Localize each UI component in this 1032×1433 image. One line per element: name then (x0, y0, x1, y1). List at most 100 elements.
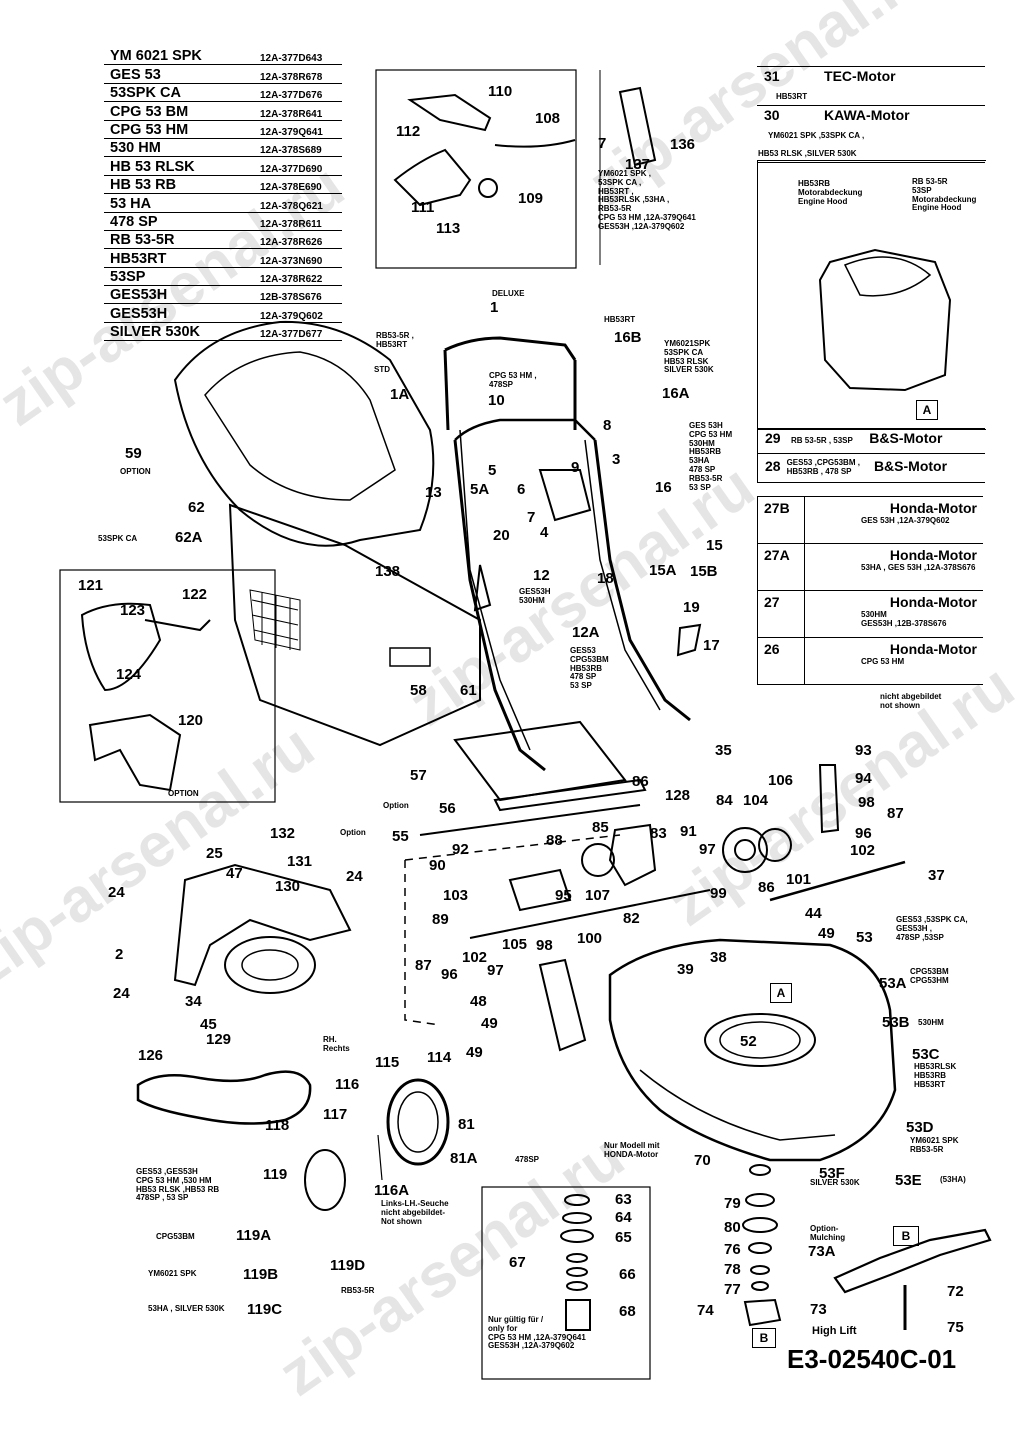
part-callout: 138 (375, 563, 401, 580)
handle-bracket (407, 93, 492, 132)
note-option55: Option (340, 828, 366, 837)
engine-title: TEC-Motor (824, 68, 896, 84)
handle-bar-8 (454, 418, 596, 441)
model-code: 12A-377D677 (260, 322, 342, 342)
part-callout: 87 (887, 805, 904, 822)
engine-models: GES53 ,CPG53BM , HB53RB , 478 SP (786, 458, 860, 476)
part-callout: 37 (928, 867, 945, 884)
part-callout: 35 (715, 742, 732, 759)
engine-title: Honda-Motor (889, 547, 977, 563)
part-callout: 102 (462, 949, 488, 966)
part-callout: 2 (115, 946, 124, 963)
bracket-lower (393, 148, 472, 207)
part-callout: 13 (425, 484, 442, 501)
part-callout: 62 (188, 499, 205, 516)
part-callout: 129 (206, 1031, 232, 1048)
part-callout: 24 (346, 868, 363, 885)
note-highlift: High Lift (812, 1325, 857, 1337)
part-callout: 12 (533, 567, 550, 584)
model-code: 12A-378R622 (260, 267, 342, 287)
part-callout: 96 (441, 966, 458, 983)
model-name: SILVER 530K (104, 322, 260, 342)
engine (818, 248, 952, 392)
blade-73 (833, 1228, 992, 1294)
model-name: GES53H (104, 303, 260, 323)
part-callout: 103 (443, 887, 469, 904)
engine-panel-bs: 29 RB 53-5R , 53SP B&S-Motor 28 GES53 ,C… (757, 428, 985, 483)
part-callout: 78 (724, 1261, 741, 1278)
part-callout: 108 (535, 110, 561, 127)
part-callout: 52 (740, 1033, 757, 1050)
note-53ha: (53HA) (940, 1175, 966, 1184)
cable-108 (494, 139, 576, 148)
leader-116a (377, 1134, 383, 1181)
housing-88 (508, 868, 572, 912)
part-callout: 74 (697, 1302, 714, 1319)
mulch-plug-121 (80, 602, 162, 692)
model-code: 12A-377D643 (260, 47, 342, 66)
part-callout: 112 (396, 123, 421, 140)
part-callout: 12A (572, 624, 600, 641)
handle-58 (389, 647, 431, 667)
deck-53 (608, 938, 897, 1162)
note-std: STD (374, 365, 390, 374)
note-478sp: 478SP (515, 1155, 540, 1164)
axle-37 (769, 860, 906, 902)
part-callout: 96 (855, 825, 872, 842)
part-callout: 39 (677, 961, 694, 978)
washer-66c (566, 1281, 588, 1291)
grass-bag-59 (173, 320, 435, 547)
part-callout: 25 (206, 845, 223, 862)
model-code: 12A-378R611 (260, 212, 342, 231)
engine-title: Honda-Motor (889, 594, 977, 610)
part-callout: 88 (546, 832, 563, 849)
belt-126 (136, 1070, 312, 1125)
adapter-box (481, 1186, 651, 1380)
model-name: 53SP (104, 267, 260, 287)
part-callout: 3 (612, 451, 621, 468)
model-code: 12B-378S676 (260, 285, 342, 305)
model-name: 53 HA (104, 193, 260, 213)
wheel-81-hub (397, 1091, 439, 1153)
model-name: CPG 53 HM (104, 120, 260, 139)
note-ym6021-group: YM6021SPK 53SPK CA HB53 RLSK SILVER 530K (664, 339, 714, 375)
part-callout: 93 (855, 742, 872, 759)
part-callout: 119C (247, 1301, 283, 1318)
model-code: 12A-378S689 (260, 138, 342, 158)
model-name: GES 53 (104, 64, 260, 84)
part-callout: 137 (625, 156, 651, 173)
part-callout: 119B (243, 1266, 279, 1283)
ref-box-a: A (770, 983, 792, 1003)
part-callout: 100 (577, 930, 603, 947)
engine-number: 26 (757, 637, 805, 685)
wheel-gear-hub (734, 839, 756, 861)
lever-93 (818, 764, 840, 834)
part-callout: 34 (185, 993, 202, 1010)
part-callout: 83 (650, 825, 667, 842)
plate-57 (453, 720, 627, 802)
part-callout: 10 (488, 392, 505, 409)
part-callout: 24 (113, 985, 130, 1002)
part-callout: 53F (819, 1165, 845, 1182)
part-callout: 117 (323, 1106, 348, 1123)
part-callout: 82 (623, 910, 640, 927)
lower-handle-right-19 (593, 439, 691, 722)
washer-63 (564, 1194, 590, 1206)
note-nur-gultig: Nur gültig für / only for CPG 53 HM ,12A… (488, 1315, 586, 1351)
part-callout: 136 (670, 136, 696, 153)
part-callout: 119 (263, 1166, 288, 1183)
engine-title: Honda-Motor (889, 500, 977, 516)
option-box (59, 569, 276, 803)
part-callout: 75 (947, 1319, 964, 1336)
note-530hm: 530HM (918, 1018, 944, 1027)
part-callout: 118 (265, 1117, 290, 1134)
shield-inner (241, 949, 299, 981)
ref-box-a: A (916, 400, 938, 420)
part-callout: 86 (758, 879, 775, 896)
part-callout: 9 (571, 459, 580, 476)
